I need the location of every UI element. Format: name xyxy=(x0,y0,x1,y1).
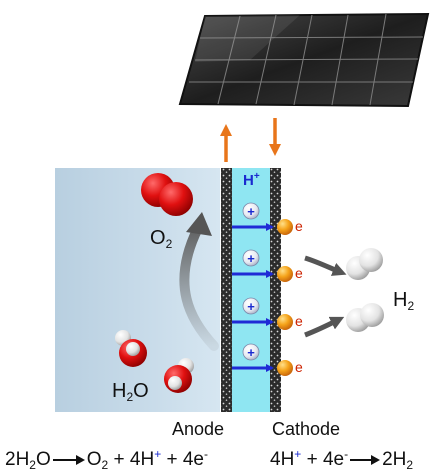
reduction-arrow xyxy=(304,316,345,338)
proton-plus: + xyxy=(247,299,255,314)
oxygen-label: O2 xyxy=(150,227,173,251)
proton-plus: + xyxy=(247,345,255,360)
water-molecule-icon xyxy=(115,330,147,367)
proton-label: H+ xyxy=(243,171,260,189)
anode-label: Anode xyxy=(172,419,225,439)
hydrogen-label: H2 xyxy=(393,289,415,313)
proton-plus: + xyxy=(247,251,255,266)
hydrogen-molecule-icon xyxy=(346,248,383,280)
proton-plus: + xyxy=(247,204,255,219)
water-label: H2O xyxy=(112,380,149,404)
hydrogen-molecule-icon xyxy=(346,303,384,332)
electron-label: e xyxy=(295,313,303,329)
proton-icon xyxy=(242,202,260,361)
electron-label: e xyxy=(295,218,303,234)
cathode-half-reaction: 4H+ + 4e-2H2 xyxy=(270,447,414,472)
electron-label: e xyxy=(295,265,303,281)
cathode-electrode xyxy=(270,168,281,412)
water-molecule-icon xyxy=(164,358,194,393)
reaction-arrow-icon xyxy=(52,454,85,465)
reduction-arrow xyxy=(304,255,347,276)
cathode-label: Cathode xyxy=(272,419,341,439)
oxidation-arrow xyxy=(179,223,219,351)
electrolyte-region xyxy=(55,168,220,412)
electron-icon xyxy=(277,219,293,376)
reaction-arrow-icon xyxy=(350,454,381,465)
anode-electrode xyxy=(221,168,232,412)
oxygen-molecule-icon xyxy=(141,173,193,216)
solar-panel-icon xyxy=(178,12,430,108)
electron-label: e xyxy=(295,359,303,375)
